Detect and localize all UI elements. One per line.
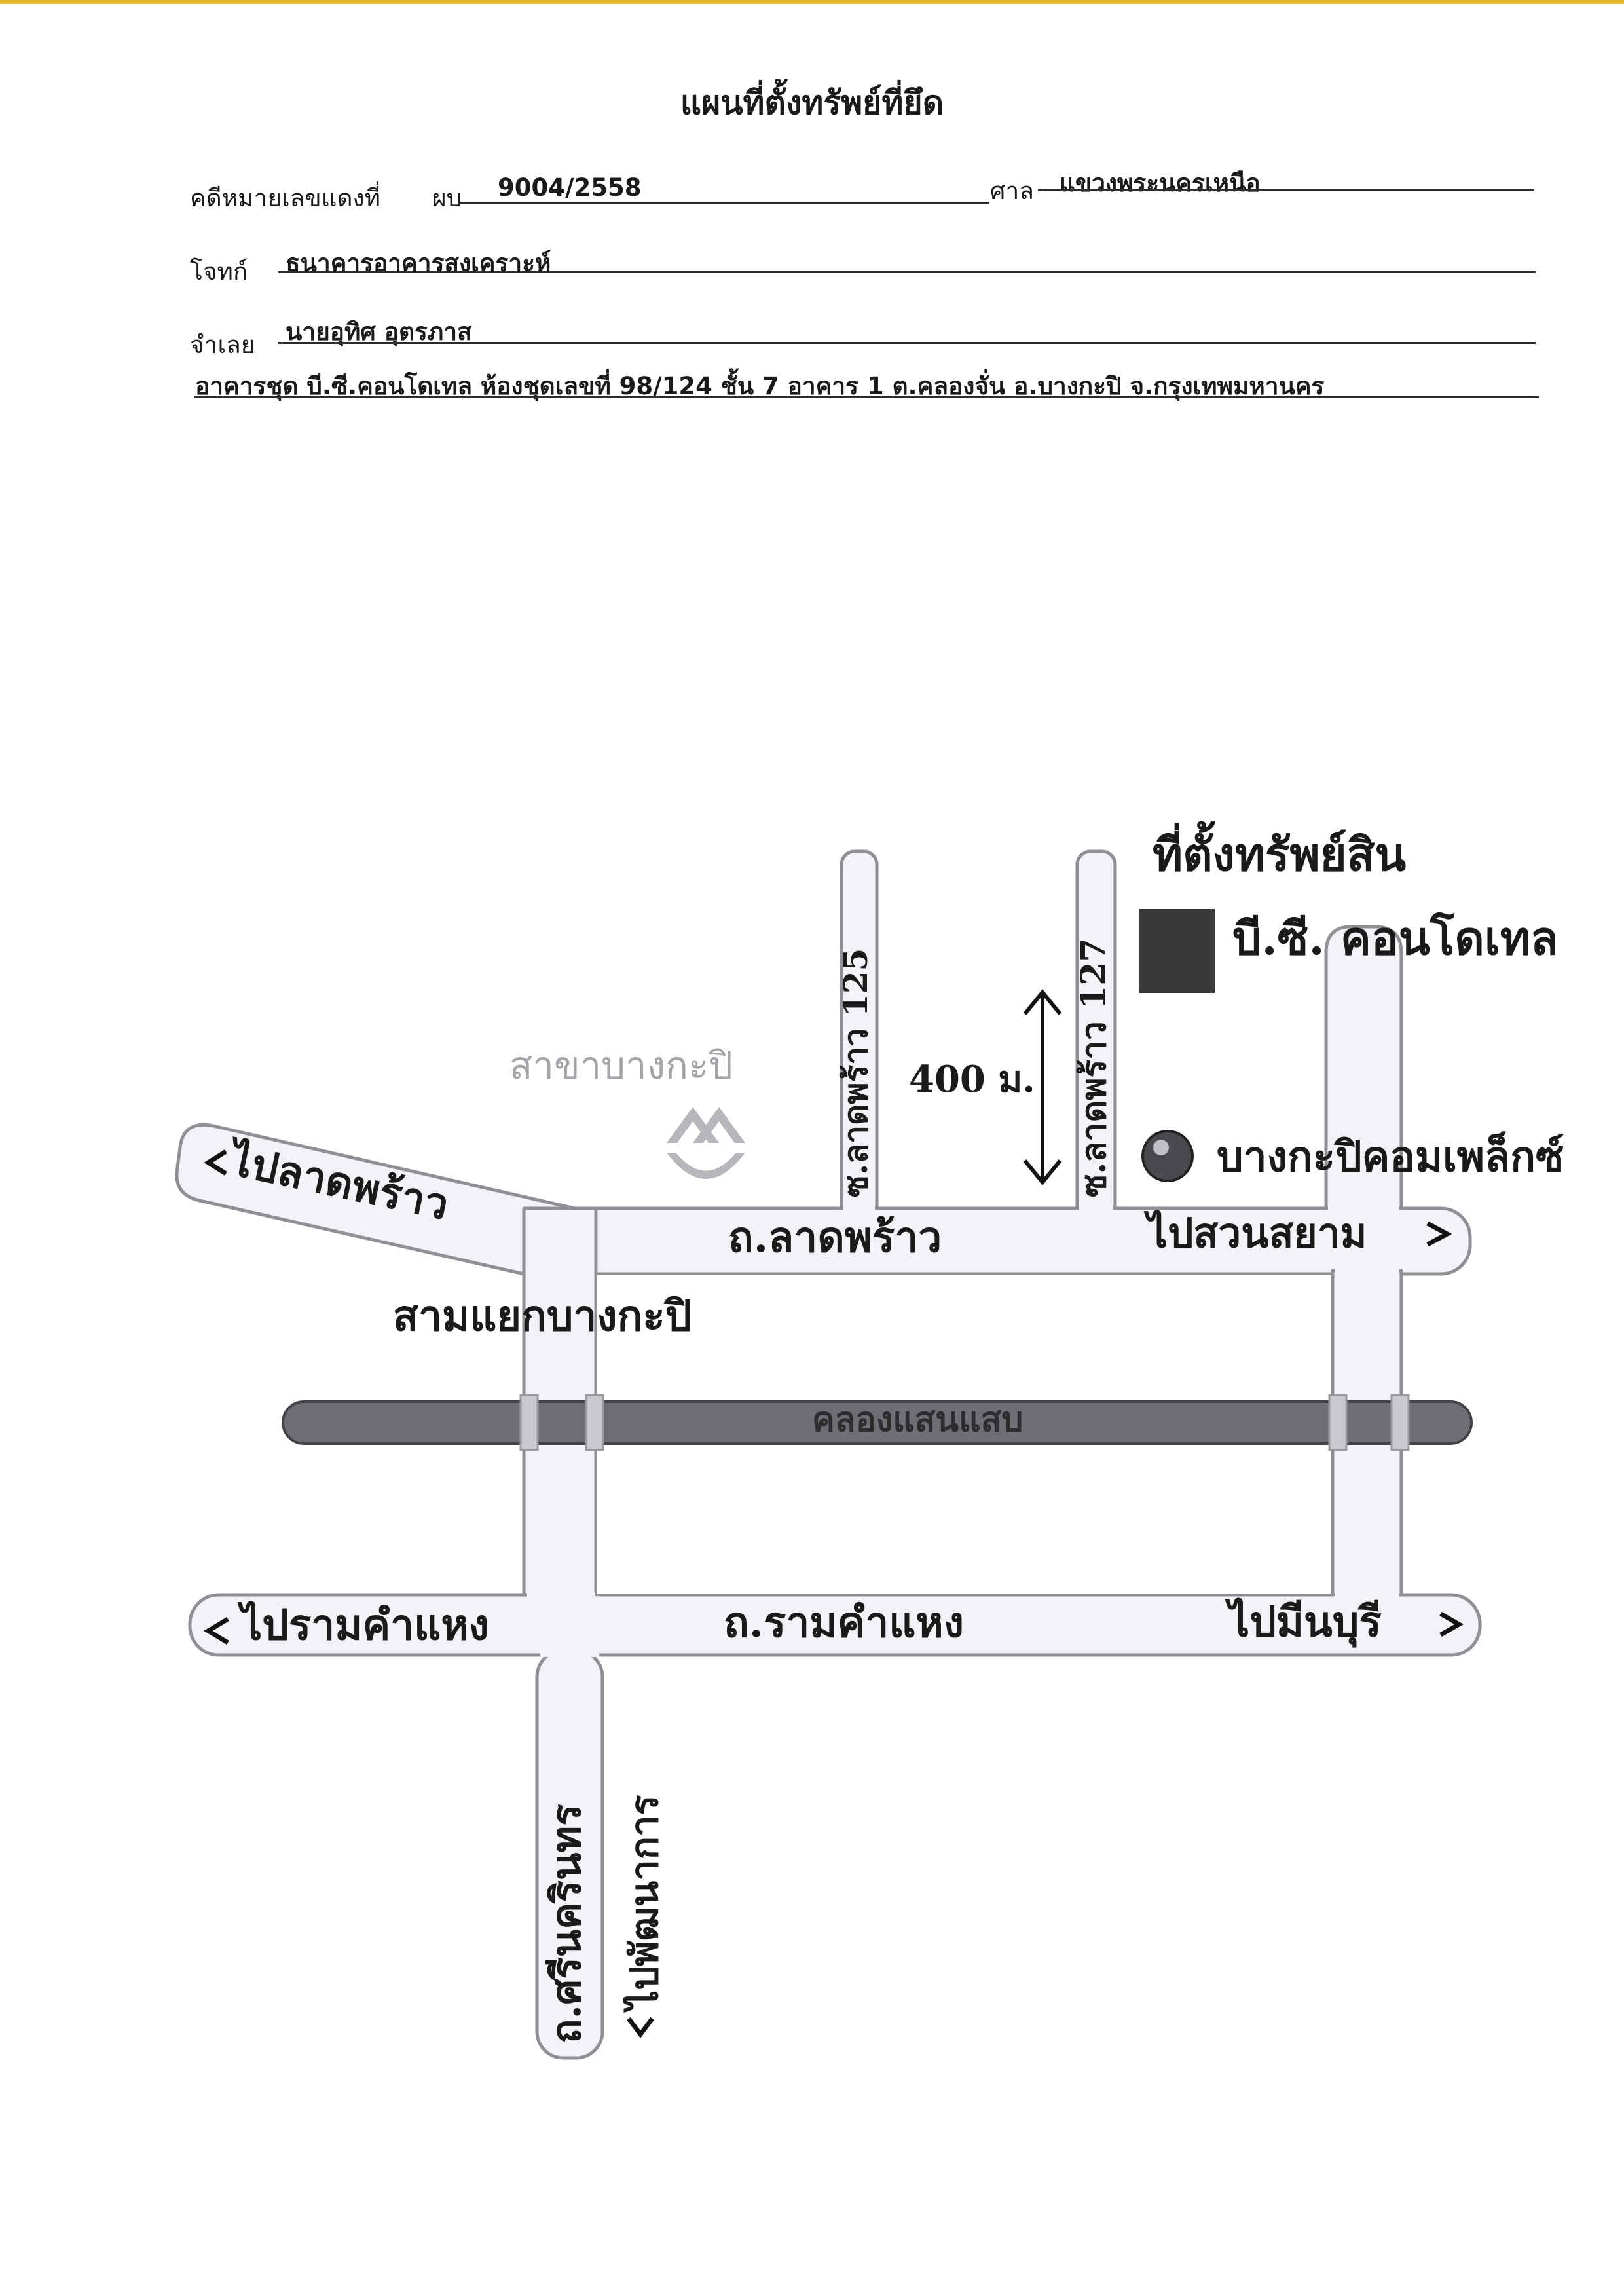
srinakarin-road-label: ถ.ศรีนครินทร [542, 1804, 590, 2044]
arrow-left-icon [204, 1149, 227, 1176]
defendant-underline [278, 342, 1536, 344]
landmark-label: บางกะปิคอมเพล็กซ์ [1217, 1132, 1564, 1182]
branch-label: สาขาบางกะปิ [509, 1043, 733, 1088]
case-underline [458, 202, 989, 204]
property-address: อาคารชุด บี.ซี.คอนโดเทล ห้องชุดเลขที่ 98… [195, 372, 1325, 400]
property-name: บี.ซี. คอนโดเทล [1232, 911, 1559, 965]
case-label: คดีหมายเลขแดงที่ [190, 184, 380, 212]
soi-125-label: ซ.ลาดพร้าว 125 [836, 948, 875, 1197]
ladprao-road-label: ถ.ลาดพร้าว [728, 1213, 942, 1262]
bridge [1328, 1394, 1348, 1451]
page-top-edge [0, 0, 1624, 4]
distance-label: 400 ม. [909, 1058, 1035, 1101]
case-prefix: ผบ [432, 184, 462, 212]
to-minburi-label: ไปมีนบุรี [1228, 1597, 1382, 1647]
to-suan-siam-label: ไปสวนสยาม [1147, 1209, 1367, 1257]
arrow-down-icon [627, 2017, 654, 2038]
court-value: แขวงพระนครเหนือ [1060, 169, 1261, 197]
defendant-value: นายอุทิศ อุตรภาส [286, 318, 472, 346]
to-phatthanakan-label: ไปพัฒนาการ [622, 1795, 667, 2009]
distance-arrow-icon [1023, 989, 1062, 1185]
saen-saep-canal [282, 1400, 1473, 1445]
document-title: แผนที่ตั้งทรัพย์ที่ยึด [680, 84, 944, 122]
arrow-right-icon [1439, 1611, 1464, 1637]
bank-logo-icon [667, 1107, 745, 1179]
canal-label: คลองแสนแสบ [812, 1400, 1024, 1440]
ramkhamhaeng-road-label: ถ.รามคำแหง [724, 1598, 964, 1647]
soi-127-label: ซ.ลาดพร้าว 127 [1074, 938, 1114, 1197]
landmark-dot-icon [1141, 1130, 1194, 1182]
defendant-label: จำเลย [190, 331, 255, 359]
property-heading: ที่ตั้งทรัพย์สิน [1153, 827, 1407, 882]
property-building-marker [1139, 909, 1215, 993]
case-number: 9004/2558 [498, 174, 642, 202]
arrow-left-icon [204, 1616, 229, 1645]
ladprao-spur-road [175, 1123, 591, 1276]
bridge [1390, 1394, 1410, 1451]
case-row: คดีหมายเลขแดงที่ ผบ [190, 179, 462, 217]
plaintiff-label: โจทก์ [190, 257, 248, 286]
plaintiff-underline [278, 271, 1536, 273]
address-underline [194, 396, 1539, 398]
court-underline [1038, 189, 1534, 191]
to-ramkhamhaeng-label: ไปรามคำแหง [241, 1601, 489, 1650]
soi-loop-road [1324, 925, 1403, 1233]
bridge [585, 1394, 604, 1451]
junction-label: สามแยกบางกะปิ [393, 1292, 692, 1341]
court-label: ศาล [990, 177, 1034, 205]
arrow-right-icon [1426, 1221, 1452, 1247]
bridge [519, 1394, 539, 1451]
